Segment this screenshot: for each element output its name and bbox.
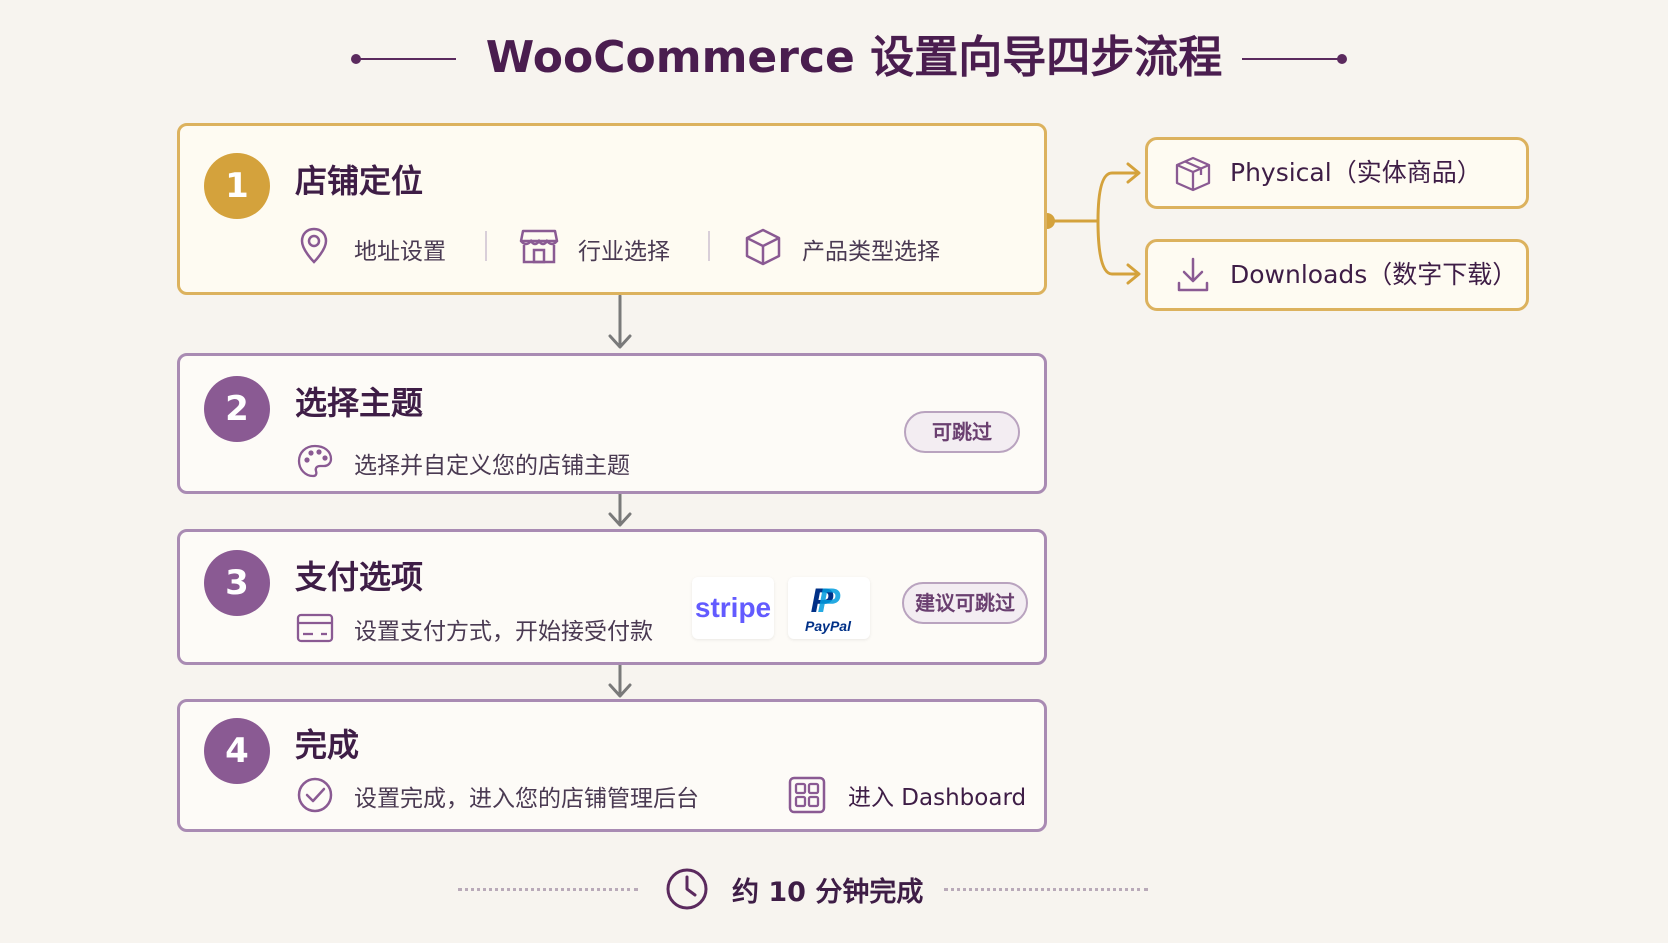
step-1-item-industry: 行业选择 <box>578 239 670 265</box>
step-3-card: 3 支付选项 设置支付方式，开始接受付款 stripe P P PayPal 建… <box>177 529 1047 665</box>
step-3-description: 设置支付方式，开始接受付款 <box>354 619 653 645</box>
credit-card-icon <box>296 613 334 643</box>
footer-left-dots <box>458 888 638 891</box>
footer-right-dots <box>944 888 1148 891</box>
option-physical: Physical（实体商品） <box>1145 137 1529 209</box>
check-circle-icon <box>297 777 333 813</box>
option-downloads: Downloads（数字下载） <box>1145 239 1529 311</box>
option-downloads-label: Downloads（数字下载） <box>1230 260 1518 289</box>
paypal-logo: P P PayPal <box>788 577 870 639</box>
step-2-description: 选择并自定义您的店铺主题 <box>354 453 630 479</box>
step-1-item-address: 地址设置 <box>354 239 446 265</box>
step-1-item-product-type: 产品类型选择 <box>802 239 940 265</box>
step-1-title: 店铺定位 <box>295 162 424 200</box>
enter-dashboard-link[interactable]: 进入 Dashboard <box>848 785 1027 811</box>
location-pin-icon <box>300 227 328 264</box>
clock-icon <box>666 868 708 910</box>
step-3-title: 支付选项 <box>295 558 424 596</box>
paypal-logo-text: PayPal <box>805 618 852 634</box>
step-1-badge: 1 <box>204 153 270 219</box>
step-4-description: 设置完成，进入您的店铺管理后台 <box>354 786 699 812</box>
step-4-card: 4 完成 设置完成，进入您的店铺管理后台 进入 Dashboard <box>177 699 1047 832</box>
option-physical-label: Physical（实体商品） <box>1230 158 1482 187</box>
title-right-line <box>1242 58 1342 60</box>
svg-text:P: P <box>818 582 841 620</box>
step-1-card: 1 店铺定位 地址设置 行业选择 产品类型选择 <box>177 123 1047 295</box>
step-4-badge: 4 <box>204 718 270 784</box>
skippable-badge: 可跳过 <box>904 411 1020 453</box>
box-icon <box>745 228 781 266</box>
step-4-title: 完成 <box>295 726 360 764</box>
download-icon <box>1177 257 1209 292</box>
title-right-dot <box>1337 54 1347 64</box>
step-2-title: 选择主题 <box>295 384 424 422</box>
svg-text:P: P <box>811 582 834 620</box>
step-2-badge: 2 <box>204 376 270 442</box>
separator <box>485 231 487 261</box>
stripe-logo: stripe <box>692 577 774 639</box>
step-3-badge: 3 <box>204 550 270 616</box>
title-left-line <box>356 58 456 60</box>
step-2-card: 2 选择主题 选择并自定义您的店铺主题 可跳过 <box>177 353 1047 494</box>
stripe-logo-text: stripe <box>695 592 771 623</box>
separator <box>708 231 710 261</box>
diagram-title: WooCommerce 设置向导四步流程 <box>485 32 1223 83</box>
palette-icon <box>297 444 333 478</box>
title-row: WooCommerce 设置向导四步流程 <box>0 28 1668 88</box>
package-icon <box>1175 156 1211 192</box>
recommended-skip-badge: 建议可跳过 <box>902 582 1028 624</box>
footer-duration: 约 10 分钟完成 <box>732 877 924 908</box>
store-icon <box>519 229 559 264</box>
dashboard-grid-icon[interactable] <box>788 776 826 814</box>
